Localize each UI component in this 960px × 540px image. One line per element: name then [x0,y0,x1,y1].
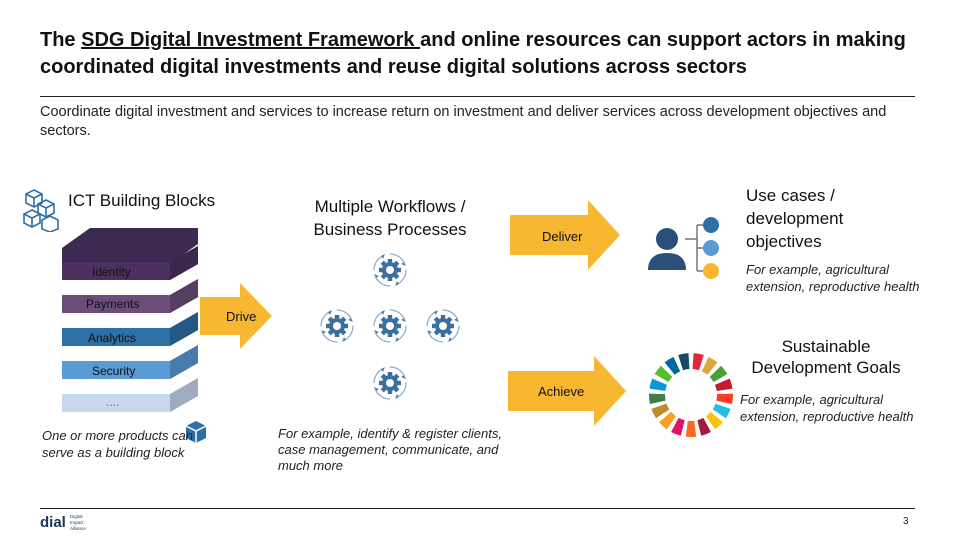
sdg-segment [685,420,697,437]
sdg-segment [716,393,734,405]
sdg-wheel-icon [648,353,734,437]
drive-label: Drive [226,309,257,324]
sdg-segment [664,356,681,375]
workflows-note: For example, identify & register clients… [278,426,502,473]
page-number: 3 [903,516,909,527]
deliver-label: Deliver [542,229,583,244]
layer-label-security: Security [92,364,136,378]
sdg-segment [701,356,718,375]
sdg-segment [705,411,723,430]
logo-sub-3: Alliance [70,526,86,531]
sdg-segment [649,378,668,392]
layer-side-3 [170,345,198,379]
layer-side-4 [170,378,198,412]
title-post: and online resources can support actors … [40,29,906,78]
building-blocks-title: ICT Building Blocks [68,191,216,210]
gear-cycle-icon [373,366,407,400]
deliver-arrow [510,200,620,270]
layer-face-4 [62,378,198,412]
layer-side-0 [170,246,198,280]
gear-cycle-icon [320,309,354,343]
layer-face-1 [62,279,198,313]
sdg-segment [671,417,685,436]
building-block-note: One or more products can serve as a buil… [42,428,194,460]
drive-arrow [200,283,272,349]
layer-face-3 [62,345,198,379]
layer-side-1 [170,279,198,313]
sdg-segment [714,378,733,392]
sdg-segment [648,393,666,405]
workflow-gears [320,253,460,400]
layer-face-0 [62,246,198,280]
logo-text: dial [40,514,66,531]
bottom-divider [40,508,915,509]
layer-label-identity: Identity [92,265,131,279]
title-pre: The [40,29,82,51]
gear-cycle-icon [373,253,407,287]
org-chart-icon [648,217,719,279]
sdg-segment [654,365,673,383]
sdg-segment [678,353,690,371]
layer-face-2 [62,312,198,346]
dial-logo: dial Digital Impact Alliance [40,514,86,531]
layer-side-2 [170,312,198,346]
layer-label-payments: Payments [86,297,140,311]
sdg-segment [659,411,677,430]
sdg-segment [712,403,731,419]
gear-cycle-icon [373,309,407,343]
box-icon [185,421,207,443]
building-block-stack [62,228,198,412]
workflows-title: Multiple Workflows / Business Processes [313,197,467,239]
achieve-label: Achieve [538,384,585,399]
layer-label-more: .... [106,395,120,409]
slide-title: The SDG Digital Investment Framework and… [40,27,940,81]
logo-sub-1: Digital [70,514,83,519]
layer-label-analytics: Analytics [88,331,137,345]
use-cases-title: Use cases / development objectives [746,186,844,251]
achieve-arrow [508,356,626,426]
sdg-example: For example, agricultural extension, rep… [740,392,914,424]
sdg-segment [709,365,728,383]
cubes-icon [23,189,59,232]
layer-top-plate [62,228,198,264]
sdg-segment [651,403,670,419]
sdg-segment [697,417,711,436]
slide-subtitle: Coordinate digital investment and servic… [40,104,887,139]
sdg-segment [692,353,704,371]
logo-sub-2: Impact [70,520,84,525]
top-divider [40,96,915,97]
gear-cycle-icon [426,309,460,343]
use-cases-example: For example, agricultural extension, rep… [746,262,920,294]
sdg-title: Sustainable Development Goals [751,337,901,377]
title-link[interactable]: SDG Digital Investment Framework [81,29,421,51]
